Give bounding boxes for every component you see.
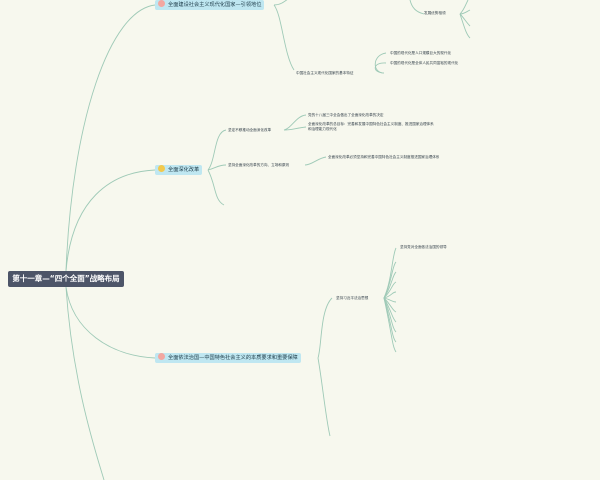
branch-label: 全面依法治国—中国特色社会主义的本质要求和重要保障 (168, 355, 298, 361)
subtopic-overall-goal[interactable]: 全面深化改革的总目标：完善和发展中国特色社会主义制度、推进国家治理体系 和治理能… (308, 122, 434, 132)
subtopic-development-advantage[interactable]: 发展优势相领 (424, 11, 446, 15)
subtopic-population-scale[interactable]: 中国的现代化是人口规模巨大的现代化 (390, 51, 452, 55)
subtopic-push-reform[interactable]: 坚定不移推动全面深化改革 (228, 128, 272, 132)
branch-label: 全面深化改革 (168, 167, 200, 173)
subtopic-common-prosperity[interactable]: 中国的现代化是全体人民共同富裕的现代化 (390, 61, 459, 65)
flag-icon (158, 0, 165, 7)
flag-icon (158, 353, 165, 360)
subtopic-rule-of-law-thought[interactable]: 坚持习近平法治思想 (336, 296, 369, 300)
branch-modernization[interactable]: 全面建设社会主义现代化国家—引领地位 (155, 0, 265, 10)
branch-deepen-reform[interactable]: 全面深化改革 (155, 165, 203, 175)
sun-icon (158, 165, 165, 172)
subtopic-overall-goal-line1: 全面深化改革的总目标：完善和发展中国特色社会主义制度、推进国家治理体系 (308, 122, 434, 126)
subtopic-third-plenum[interactable]: 党的十八届三中全会做出了全面深化改革的决定 (308, 113, 384, 117)
root-topic[interactable]: 第十一章—“四个全面”战略布局 (8, 271, 124, 287)
subtopic-uphold-system[interactable]: 全面深化改革必须坚持和完善中国特色社会主义制度推进国家治理体系 (328, 155, 440, 159)
subtopic-party-leadership[interactable]: 坚持党对全面依法治国的领导 (400, 245, 447, 249)
branch-label: 全面建设社会主义现代化国家—引领地位 (168, 2, 262, 8)
subtopic-reform-direction[interactable]: 坚持全面深化改革的方向、立场和原则 (228, 163, 290, 167)
subtopic-overall-goal-line2: 和治理能力现代化 (308, 127, 337, 131)
branch-rule-of-law[interactable]: 全面依法治国—中国特色社会主义的本质要求和重要保障 (155, 353, 301, 363)
subtopic-basic-features[interactable]: 中国社会主义现代化国家的基本特征 (296, 71, 354, 75)
